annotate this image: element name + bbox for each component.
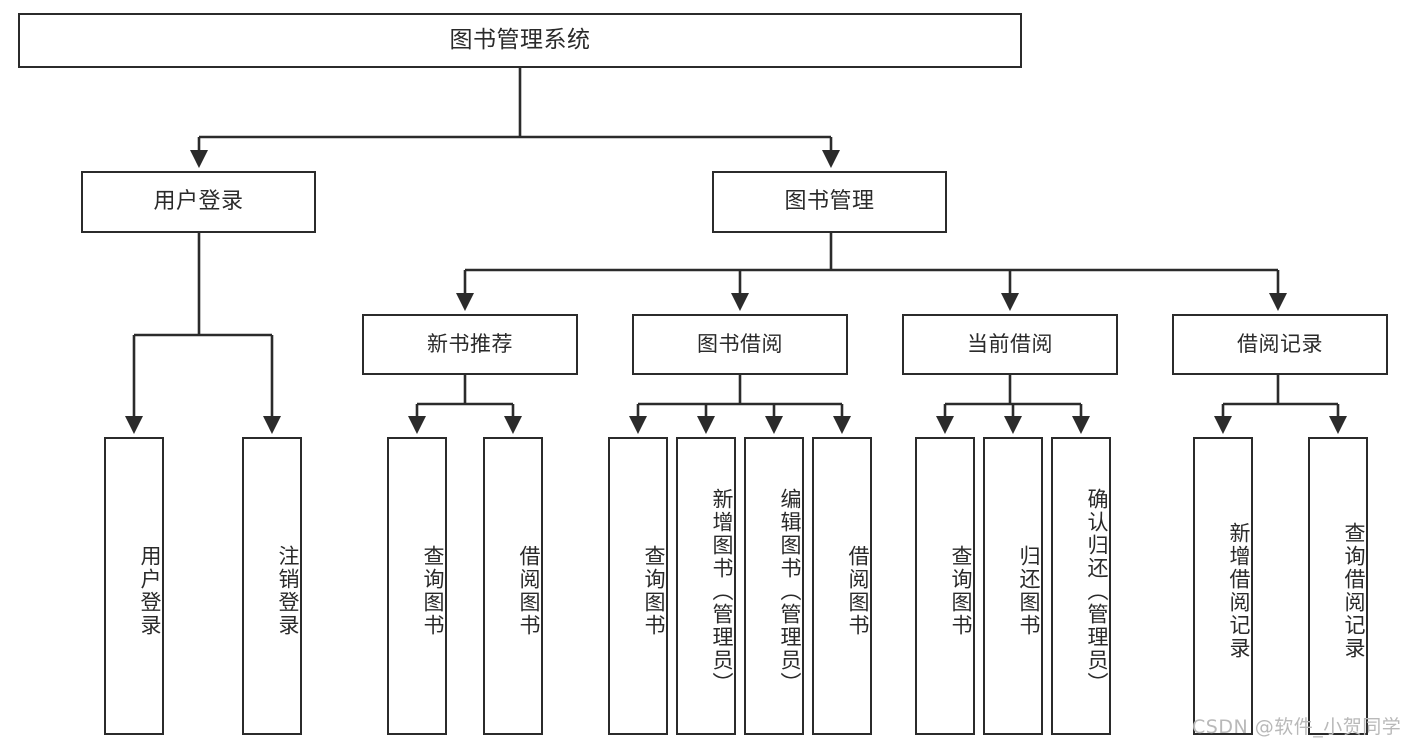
node-book-borrow[interactable]: 图书借阅 bbox=[632, 314, 848, 375]
node-current-borrow[interactable]: 当前借阅 bbox=[902, 314, 1118, 375]
leaf-nb-borrow-book-label: 借阅图书 bbox=[517, 545, 541, 637]
leaf-nb-query-book-label: 查询图书 bbox=[421, 545, 445, 637]
node-user-login-label: 用户登录 bbox=[153, 189, 244, 215]
leaf-cb-confirm-return-admin[interactable]: 确认归还（管理员） bbox=[1051, 437, 1111, 735]
leaf-bb-query-book[interactable]: 查询图书 bbox=[608, 437, 668, 735]
node-user-login[interactable]: 用户登录 bbox=[81, 171, 316, 233]
leaf-cb-query-book[interactable]: 查询图书 bbox=[915, 437, 975, 735]
node-root-label: 图书管理系统 bbox=[449, 26, 591, 53]
leaf-nb-borrow-book[interactable]: 借阅图书 bbox=[483, 437, 543, 735]
leaf-bb-add-book-admin-label: 新增图书（管理员） bbox=[710, 487, 734, 695]
node-book-manage-label: 图书管理 bbox=[784, 189, 875, 215]
node-book-borrow-label: 图书借阅 bbox=[697, 332, 783, 357]
leaf-logout[interactable]: 注销登录 bbox=[242, 437, 302, 735]
leaf-cb-return-book-label: 归还图书 bbox=[1017, 545, 1041, 637]
leaf-cb-confirm-return-admin-label: 确认归还（管理员） bbox=[1085, 487, 1109, 695]
leaf-br-add-record-label: 新增借阅记录 bbox=[1227, 522, 1251, 660]
node-new-book-recommend[interactable]: 新书推荐 bbox=[362, 314, 578, 375]
csdn-watermark: CSDN @软件_小贺同学 bbox=[1192, 716, 1402, 738]
node-borrow-record[interactable]: 借阅记录 bbox=[1172, 314, 1388, 375]
leaf-logout-label: 注销登录 bbox=[276, 545, 300, 637]
leaf-user-login[interactable]: 用户登录 bbox=[104, 437, 164, 735]
leaf-bb-edit-book-admin-label: 编辑图书（管理员） bbox=[778, 487, 802, 695]
leaf-bb-add-book-admin[interactable]: 新增图书（管理员） bbox=[676, 437, 736, 735]
leaf-user-login-label: 用户登录 bbox=[138, 545, 162, 637]
node-book-manage[interactable]: 图书管理 bbox=[712, 171, 947, 233]
node-new-book-recommend-label: 新书推荐 bbox=[427, 332, 513, 357]
node-root[interactable]: 图书管理系统 bbox=[18, 13, 1022, 68]
leaf-nb-query-book[interactable]: 查询图书 bbox=[387, 437, 447, 735]
node-current-borrow-label: 当前借阅 bbox=[967, 332, 1053, 357]
node-borrow-record-label: 借阅记录 bbox=[1237, 332, 1323, 357]
leaf-br-query-record-label: 查询借阅记录 bbox=[1342, 522, 1366, 660]
leaf-cb-return-book[interactable]: 归还图书 bbox=[983, 437, 1043, 735]
leaf-br-query-record[interactable]: 查询借阅记录 bbox=[1308, 437, 1368, 735]
leaf-bb-query-book-label: 查询图书 bbox=[642, 545, 666, 637]
leaf-bb-edit-book-admin[interactable]: 编辑图书（管理员） bbox=[744, 437, 804, 735]
leaf-br-add-record[interactable]: 新增借阅记录 bbox=[1193, 437, 1253, 735]
leaf-bb-borrow-book[interactable]: 借阅图书 bbox=[812, 437, 872, 735]
leaf-bb-borrow-book-label: 借阅图书 bbox=[846, 545, 870, 637]
leaf-cb-query-book-label: 查询图书 bbox=[949, 545, 973, 637]
